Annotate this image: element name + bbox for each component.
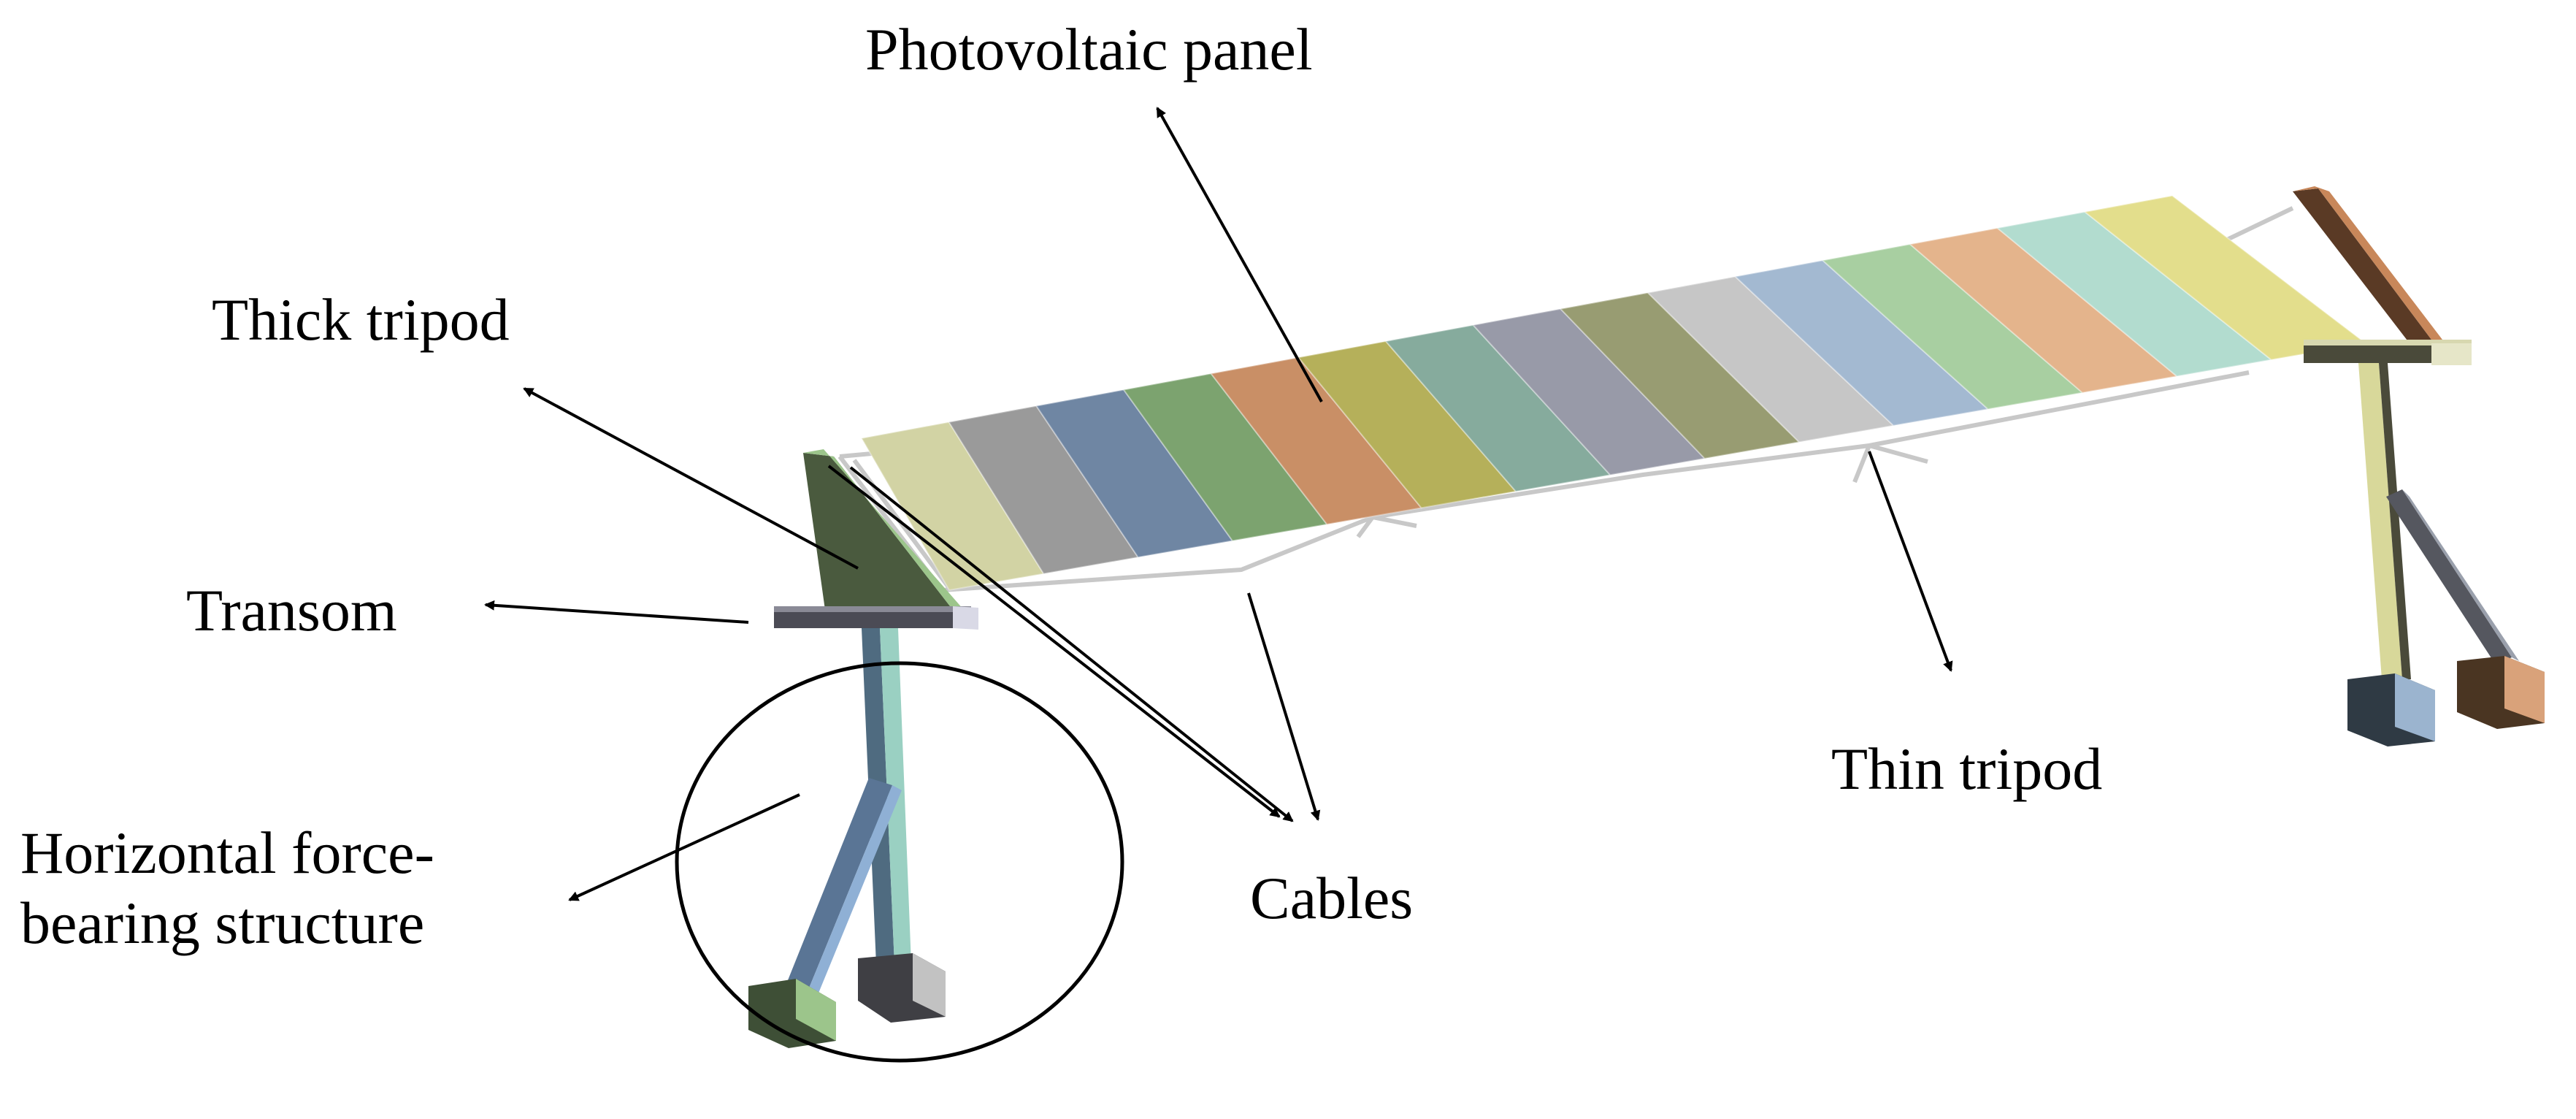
strut-left-a: [1356, 516, 1375, 538]
annotation-arrows: [484, 107, 1953, 901]
thick-tripod-plate: [803, 453, 953, 610]
thick-tripod-edge: [803, 449, 964, 610]
photovoltaic-panel: [860, 194, 2368, 592]
thick-tripod-arrow: [523, 387, 859, 570]
cables-arrow-1: [827, 465, 1281, 818]
horizontal-structure-label-line2: bearing structure: [20, 890, 425, 956]
highlight-circle: [675, 661, 1124, 1063]
thin-tripod-label: Thin tripod: [1831, 736, 2103, 802]
strut-right-b: [1868, 443, 1928, 464]
thick-tripod-label: Thick tripod: [212, 286, 510, 353]
thin-tripod-arrow: [1868, 451, 1953, 672]
horizontal-structure-label-line1: Horizontal force-: [20, 820, 434, 886]
transom: [774, 606, 978, 630]
pv-arrow: [1156, 107, 1323, 402]
cables-label: Cables: [1250, 865, 1414, 931]
cables-arrow-3: [1247, 592, 1321, 821]
photovoltaic-panel-label: Photovoltaic panel: [865, 16, 1313, 83]
lower-cable: [941, 370, 2250, 592]
cables-arrow-2: [849, 466, 1294, 822]
strut-left-b: [1372, 515, 1417, 528]
thin-tripod: [2293, 186, 2545, 746]
strut-right-a: [1852, 444, 1871, 484]
thick-tripod: [803, 449, 964, 610]
horizontal-structure-label: Horizontal force- bearing structure: [20, 818, 546, 958]
horizontal-structure-arrow: [568, 793, 800, 901]
transom-label: Transom: [186, 577, 397, 643]
horizontal-force-bearing-structure: [748, 628, 946, 1048]
transom-arrow: [484, 600, 749, 624]
